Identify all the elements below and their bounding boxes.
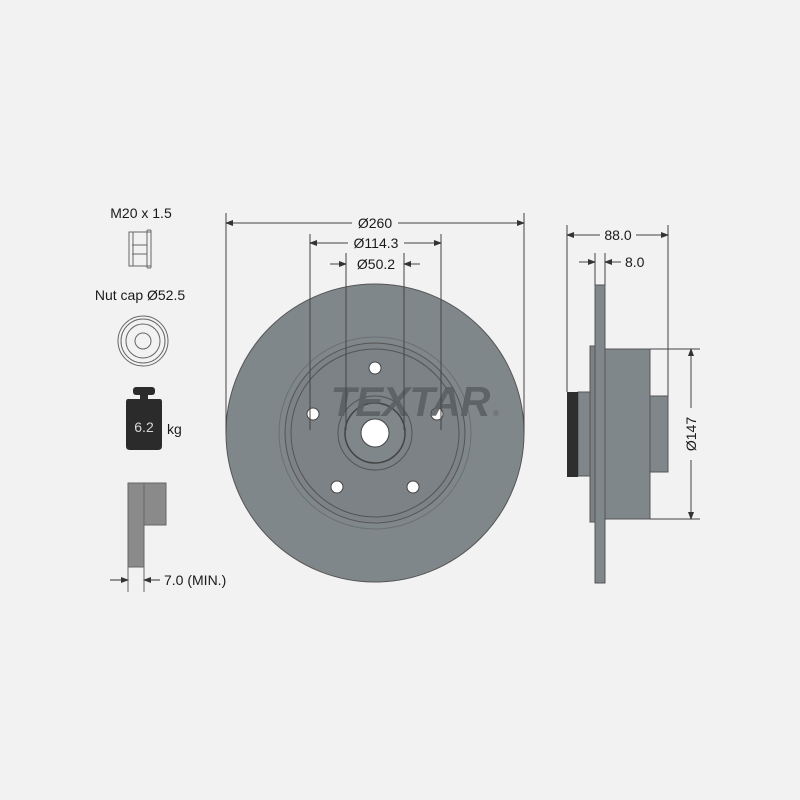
disc-front-view xyxy=(225,283,525,583)
nut-thread-label: M20 x 1.5 xyxy=(110,205,172,221)
outer-diameter-label: Ø260 xyxy=(358,215,392,231)
front-dimension-lines xyxy=(225,213,525,433)
disc-thickness-label: 8.0 xyxy=(625,254,645,270)
nut-cap-label: Nut cap Ø52.5 xyxy=(95,287,185,303)
nut-cap-icon xyxy=(117,315,169,367)
weight-icon xyxy=(126,387,162,450)
thickness-profile-icon xyxy=(110,482,167,592)
wheel-nut-icon xyxy=(128,229,152,269)
weight-unit: kg xyxy=(167,421,182,437)
bolt-circle-label: Ø114.3 xyxy=(354,235,399,251)
weight-value: 6.2 xyxy=(134,419,154,435)
center-bore-label: Ø50.2 xyxy=(357,256,395,272)
textar-logo: TEXTAR xyxy=(331,378,492,425)
side-dimension-lines xyxy=(566,225,700,520)
min-thickness-label: 7.0 (MIN.) xyxy=(164,572,226,588)
disc-side-view xyxy=(567,284,669,584)
hub-diameter-label: Ø147 xyxy=(683,417,699,451)
total-height-label: 88.0 xyxy=(604,227,631,243)
registered-mark: ® xyxy=(493,409,499,418)
